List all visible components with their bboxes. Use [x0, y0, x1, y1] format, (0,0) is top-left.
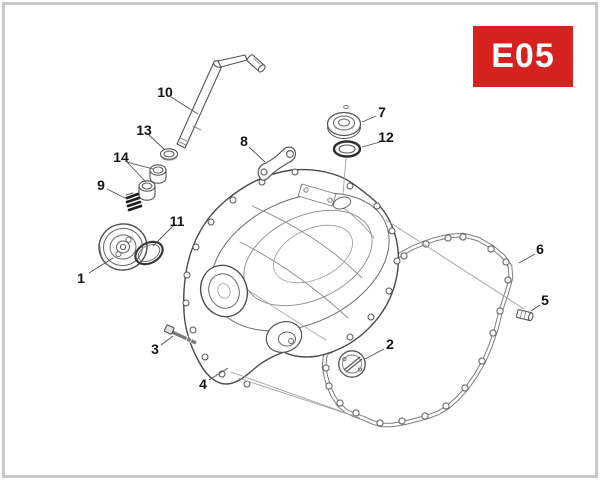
- callout-label-3: 3: [151, 341, 159, 357]
- cover-crank-opening: [199, 264, 249, 318]
- leader-line-14a: [126, 161, 154, 170]
- leader-line-1: [88, 257, 114, 274]
- callout-label-7: 7: [378, 104, 386, 120]
- leader-line-8: [248, 146, 266, 163]
- bushings-drawing: [138, 164, 167, 201]
- sight-cap-drawing: [338, 350, 366, 378]
- leader-line-14b: [126, 161, 147, 183]
- cover-lower-boss: [265, 321, 303, 353]
- callout-label-8: 8: [240, 133, 248, 149]
- leader-line-6: [518, 253, 536, 264]
- oring-large-drawing: [134, 240, 164, 266]
- callout-label-1: 1: [77, 270, 85, 286]
- callout-label-9: 9: [97, 177, 105, 193]
- cover-cap-drawing: [98, 223, 148, 271]
- callout-label-5: 5: [541, 292, 549, 308]
- cover-bolt-holes: [182, 168, 401, 388]
- leader-line-9: [106, 188, 128, 200]
- clutch-cover-drawing: [182, 168, 401, 388]
- leader-line-2: [364, 348, 385, 360]
- leader-line-12: [361, 141, 381, 148]
- callout-label-12: 12: [378, 129, 394, 145]
- callout-label-13: 13: [136, 122, 152, 138]
- callout-label-11: 11: [169, 213, 185, 229]
- leader-line-5: [530, 304, 541, 312]
- spring-drawing: [125, 192, 143, 212]
- bolt-drawing: [163, 324, 197, 345]
- leader-line-10: [170, 96, 199, 115]
- bracket-drawing: [257, 146, 297, 181]
- seal-ring-drawing: [332, 140, 362, 158]
- callout-label-14: 14: [113, 149, 129, 165]
- dowel-pin-drawing: [516, 309, 534, 322]
- alignment-lines: [230, 157, 525, 419]
- callout-label-6: 6: [536, 241, 544, 257]
- leader-line-7: [361, 115, 377, 123]
- callout-label-2: 2: [386, 336, 394, 352]
- leader-line-4: [208, 367, 229, 381]
- leader-line-13: [148, 134, 166, 151]
- model-badge: E05: [473, 26, 573, 87]
- leader-line-3: [160, 335, 174, 346]
- washer-drawing: [159, 148, 179, 161]
- model-badge-label: E05: [491, 37, 555, 75]
- kickstart-pedal: [246, 54, 266, 73]
- callout-label-4: 4: [199, 376, 207, 392]
- filler-cap-drawing: [326, 105, 362, 139]
- leader-lines: [88, 96, 541, 381]
- leader-line-11: [152, 225, 174, 247]
- kickstart-lever-drawing: [176, 54, 266, 149]
- callout-label-10: 10: [157, 84, 173, 100]
